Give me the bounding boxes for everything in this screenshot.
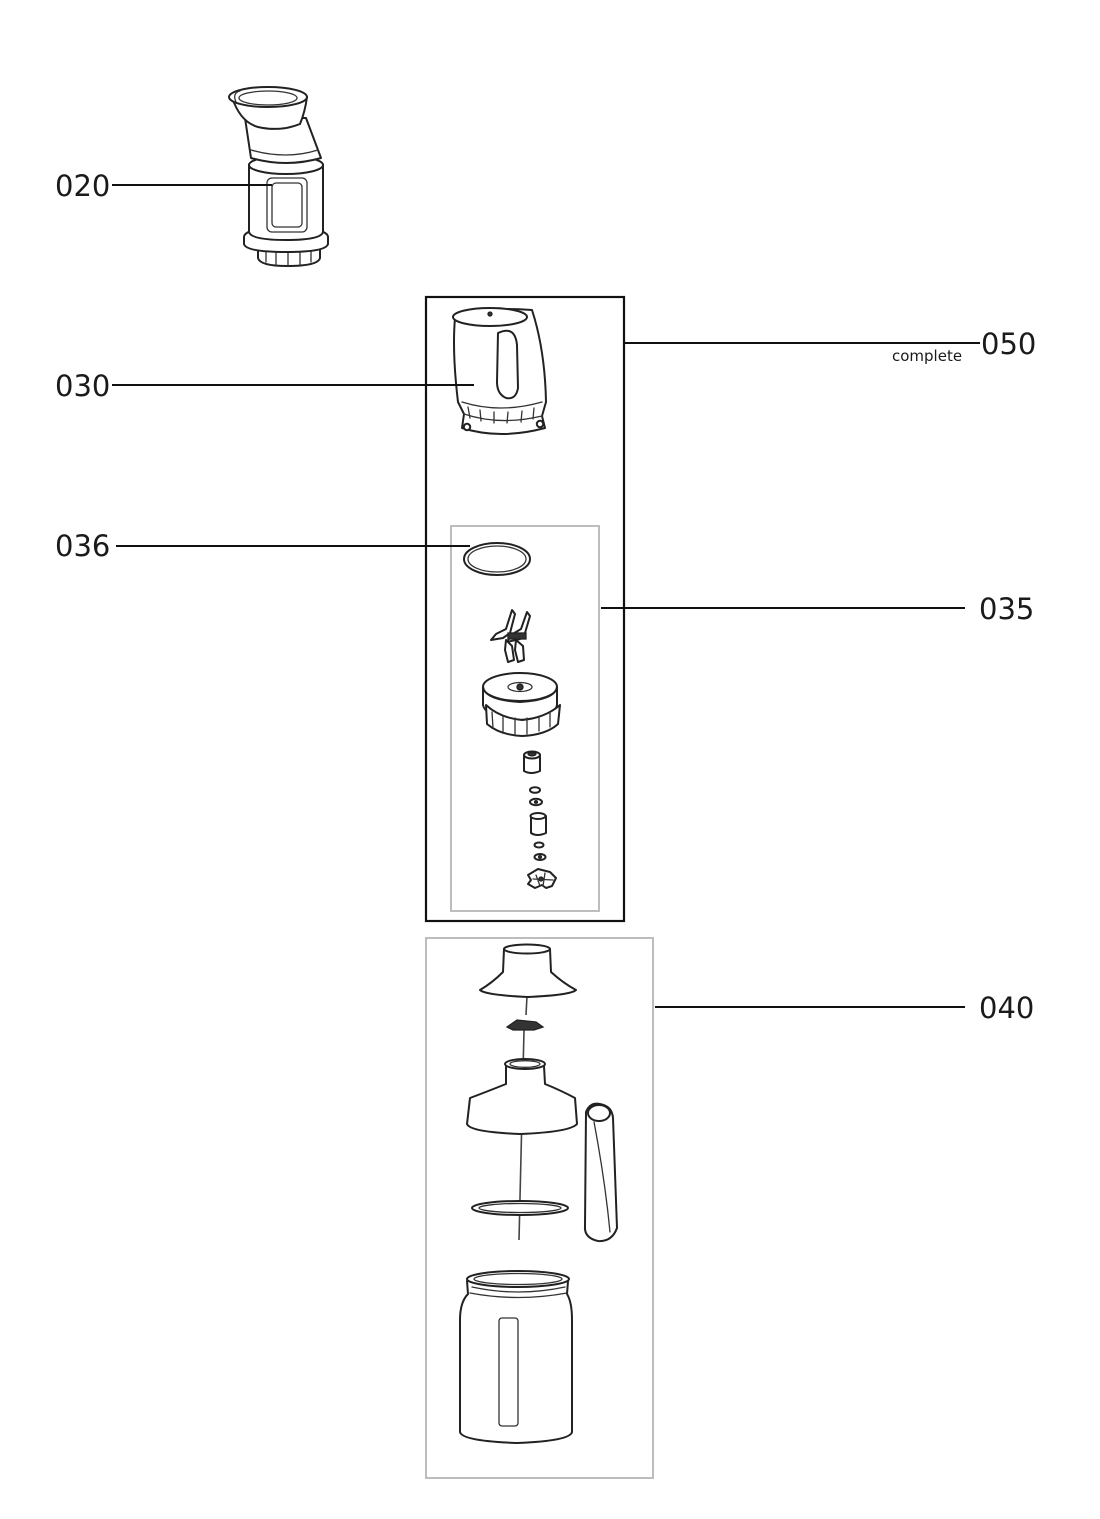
part-040-travel-bottle [459, 943, 618, 1444]
callout-036: 036 [55, 529, 110, 563]
callout-040: 040 [979, 991, 1034, 1025]
part-036-gasket-ring [463, 542, 531, 576]
group-box-040-travel-bottle [425, 937, 654, 1479]
callout-050: 050 [981, 327, 1036, 361]
spindle-components [523, 750, 547, 861]
blade-set [490, 609, 531, 663]
part-020-filter-sieve [228, 86, 329, 267]
callout-labels: 020 030 036 050 complete 035 040 [55, 169, 1036, 1025]
part-030-blender-cup [452, 307, 547, 435]
group-box-035-blade-assembly [450, 525, 600, 912]
leader-lines [112, 184, 980, 1008]
blade-housing-base [482, 672, 561, 737]
drive-coupling [527, 868, 557, 889]
callout-030: 030 [55, 369, 110, 403]
callout-050-note: complete [892, 347, 962, 365]
callout-035: 035 [979, 592, 1034, 626]
callout-020: 020 [55, 169, 110, 203]
